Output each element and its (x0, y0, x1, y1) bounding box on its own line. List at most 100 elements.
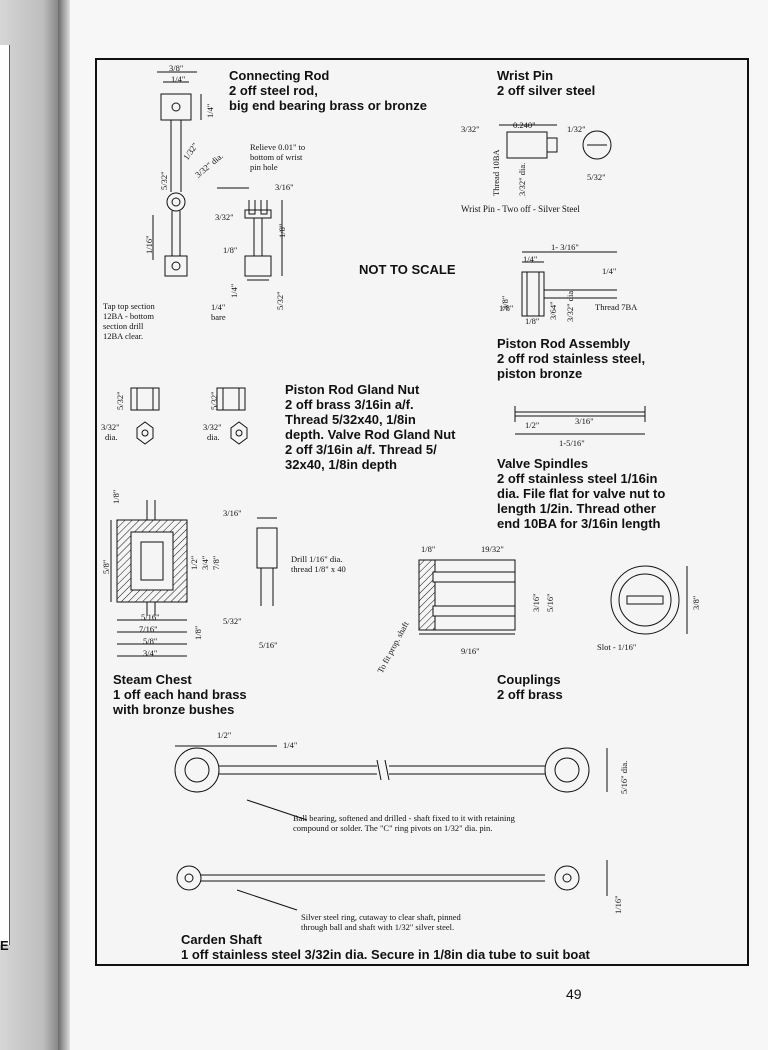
spindle-dim-1-5-16: 1-5/16" (559, 438, 585, 448)
conrod-dim-3-8: 3/8" (169, 63, 184, 73)
relieve-note-1: Relieve 0.01" to (250, 142, 306, 152)
gland-nut-title-5: 2 off 3/16in a/f. Thread 5/ (285, 442, 437, 457)
spindle-title-2: 2 off stainless steel 1/16in (497, 471, 658, 486)
shaft-dim-1-4: 1/4" (283, 740, 298, 750)
piston-rod-assembly-drawing (521, 251, 617, 317)
coupling-dim-19-32: 19/32" (481, 544, 504, 554)
chest-dim-5-32: 5/32" (223, 616, 242, 626)
piston-dim-1-4: 1/4" (523, 254, 538, 264)
wrist-pin-dim-3-32: 3/32" (461, 124, 480, 134)
chest-dim-5-8-b: 5/8" (143, 636, 158, 646)
chest-dim-7-8: 7/8" (211, 555, 221, 570)
conrod-dim-1-8: 1/8" (223, 245, 238, 255)
relieve-note-3: pin hole (250, 162, 278, 172)
gland-nut-drawing (130, 387, 248, 445)
coupling-drawing (418, 559, 688, 635)
chest-dim-3-4: 3/4" (200, 555, 210, 570)
coupling-dim-5-16: 5/16" (545, 593, 555, 612)
chest-dim-3-16: 3/16" (223, 508, 242, 518)
piston-rod-title-1: Piston Rod Assembly (497, 336, 631, 351)
bare-note-2: bare (211, 312, 226, 322)
couplings-title-2: 2 off brass (497, 687, 563, 702)
ring-note-2: through ball and shaft with 1/32" silver… (301, 922, 455, 932)
spindle-dim-3-16: 3/16" (575, 416, 594, 426)
steam-chest-title-1: Steam Chest (113, 672, 192, 687)
conrod-dim-1-16: 1/16" (144, 235, 154, 254)
wrist-pin-dim-1-32: 1/32" (567, 124, 586, 134)
slot-label: Slot - 1/16" (597, 642, 637, 652)
connecting-rod-title-3: big end bearing brass or bronze (229, 98, 427, 113)
page-number: 49 (566, 986, 582, 1002)
drill-note-2: thread 1/8" x 40 (291, 564, 346, 574)
piston-dim-3-32-dia: 3/32" dia. (565, 288, 575, 322)
chest-dim-1-8-top: 1/8" (111, 489, 121, 504)
spindle-title-4: length 1/2in. Thread other (497, 501, 656, 516)
coupling-dim-3-8: 3/8" (691, 595, 701, 610)
ball-note-1: Ball bearing, softened and drilled - sha… (293, 813, 515, 823)
technical-drawings (110, 71, 688, 911)
piston-dim-1-4-b: 1/4" (602, 266, 617, 276)
chest-dim-5-16-b: 5/16" (259, 640, 278, 650)
gland-dim-3-32-a: 3/32" (101, 422, 120, 432)
gland-dim-5-32-a: 5/32" (115, 391, 125, 410)
piston-rod-title-3: piston bronze (497, 366, 583, 381)
chest-dim-7-16: 7/16" (139, 624, 158, 634)
piston-dim-3-64: 3/64" (548, 301, 558, 320)
shaft-dim-1-16: 1/16" (613, 895, 623, 914)
connecting-rod-title-1: Connecting Rod (229, 68, 330, 83)
spindle-title-1: Valve Spindles (497, 456, 589, 471)
gland-nut-title-6: 32x40, 1/8in depth (285, 457, 397, 472)
shaft-dim-5-16-dia: 5/16" dia. (619, 760, 629, 794)
spindle-title-3: dia. File flat for valve nut to (497, 486, 666, 501)
conrod-dim-3-16: 3/16" (275, 182, 294, 192)
gland-nut-title-4: depth. Valve Rod Gland Nut (285, 427, 456, 442)
ring-note-1: Silver steel ring, cutaway to clear shaf… (301, 912, 461, 922)
wrist-pin-dim-0240: 0.240" (513, 120, 536, 130)
drawing-frame: Connecting Rod 2 off steel rod, big end … (95, 58, 749, 966)
chest-dim-3-4-b: 3/4" (143, 648, 158, 658)
wrist-pin-caption: Wrist Pin - Two off - Silver Steel (461, 204, 580, 214)
gland-dim-3-32-b: 3/32" (203, 422, 222, 432)
tap-note-2: 12BA - bottom (103, 311, 155, 321)
steam-chest-title-3: with bronze bushes (113, 702, 235, 717)
conrod-dim-1-4-low: 1/4" (229, 283, 239, 298)
previous-page-letter: E (0, 938, 9, 953)
drill-note-1: Drill 1/16" dia. (291, 554, 343, 564)
spindle-title-5: end 10BA for 3/16in length (497, 516, 661, 531)
ball-note-2: compound or solder. The "C" ring pivots … (293, 823, 493, 833)
book-spine-shadow (58, 0, 72, 1050)
chest-dim-5-16: 5/16" (141, 612, 160, 622)
coupling-dim-1-8: 1/8" (421, 544, 436, 554)
carden-shaft-drawing (174, 745, 608, 911)
wrist-pin-dim-thread: Thread 10BA (491, 149, 501, 196)
not-to-scale-label: NOT TO SCALE (359, 262, 456, 277)
shaft-dim-1-2: 1/2" (217, 730, 232, 740)
carden-shaft-title-2: 1 off stainless steel 3/32in dia. Secure… (181, 947, 590, 962)
tap-note-1: Tap top section (103, 301, 155, 311)
previous-page-edge (0, 45, 10, 945)
gland-dim-dia-b: dia. (207, 432, 220, 442)
conrod-dim-5-32-low: 5/32" (275, 291, 285, 310)
conrod-dim-3-32: 3/32" (215, 212, 234, 222)
gland-nut-title-1: Piston Rod Gland Nut (285, 382, 420, 397)
conrod-dim-1-8-side: 1/8" (277, 223, 287, 238)
relieve-note-2: bottom of wrist (250, 152, 303, 162)
spindle-dim-1-2: 1/2" (525, 420, 540, 430)
wrist-pin-dim-3-32-dia: 3/32" dia. (517, 162, 527, 196)
connecting-rod-drawing (152, 71, 283, 281)
piston-thread-7ba: Thread 7BA (595, 302, 638, 312)
steam-chest-title-2: 1 off each hand brass (113, 687, 247, 702)
tap-note-4: 12BA clear. (103, 331, 144, 341)
bare-note-1: 1/4" (211, 302, 226, 312)
coupling-dim-9-16: 9/16" (461, 646, 480, 656)
connecting-rod-title-2: 2 off steel rod, (229, 83, 318, 98)
previous-page-strip (0, 0, 62, 1050)
steam-chest-drawing (110, 500, 278, 657)
wrist-pin-dim-5-32: 5/32" (587, 172, 606, 182)
wrist-pin-title-1: Wrist Pin (497, 68, 554, 83)
piston-rod-title-2: 2 off rod stainless steel, (497, 351, 646, 366)
gland-nut-title-3: Thread 5/32x40, 1/8in (285, 412, 416, 427)
tap-note-3: section drill (103, 321, 144, 331)
coupling-dim-3-16: 3/16" (531, 593, 541, 612)
